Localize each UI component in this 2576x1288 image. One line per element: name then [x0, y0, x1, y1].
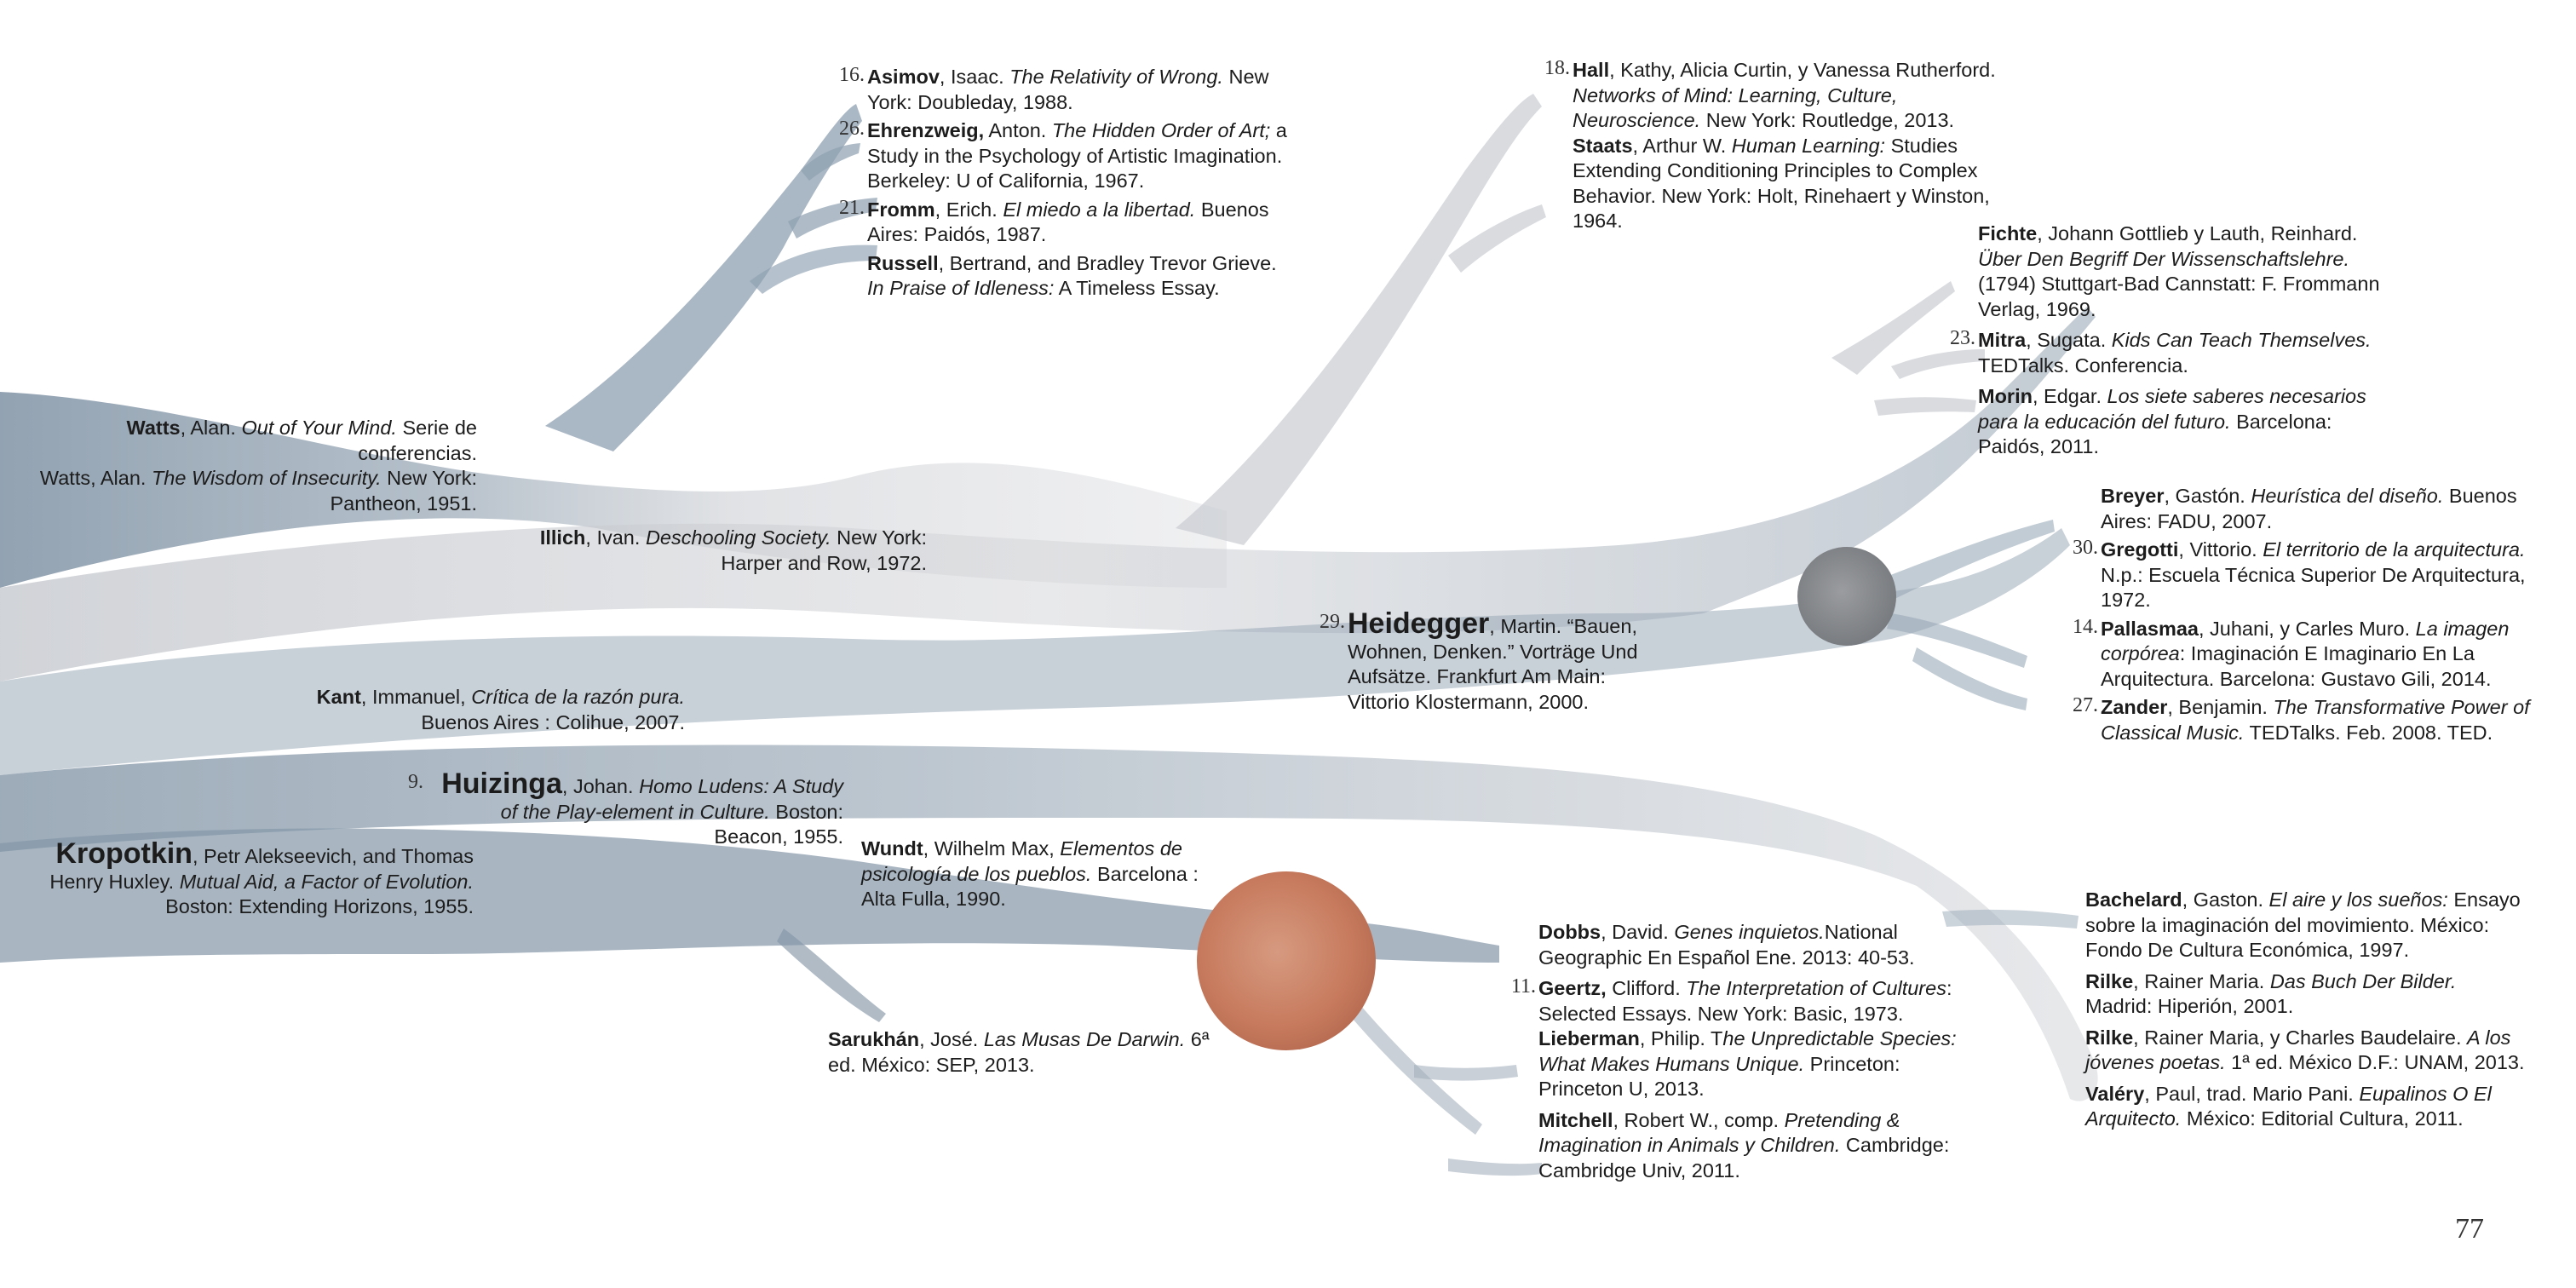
ref-group-hall: 18.Hall, Kathy, Alicia Curtin, y Vanessa… [1573, 58, 1998, 234]
ref-sarukhan: Sarukhán, José. Las Musas De Darwin. 6ª … [828, 1027, 1237, 1078]
branch-asimov [545, 104, 862, 451]
ref-group-asimov: 16.Asimov, Isaac. The Relativity of Wron… [867, 65, 1293, 302]
ref-group-fichte: Fichte, Johann Gottlieb y Lauth, Reinhar… [1978, 221, 2404, 460]
ref-wundt: Wundt, Wilhelm Max, Elementos de psicolo… [861, 837, 1219, 912]
ref-illich: Illich, Ivan. Deschooling Society. New Y… [494, 526, 927, 576]
ref-group-dobbs: Dobbs, David. Genes inquietos.National G… [1538, 920, 1964, 1183]
grey-node [1797, 547, 1896, 646]
ref-watts: Watts, Alan. Out of Your Mind. Serie de … [34, 416, 477, 516]
ref-huizinga: 9.Huizinga, Johan. Homo Ludens: A Study … [426, 772, 843, 850]
ref-heidegger: 29.Heidegger, Martin. “Bauen, Wohnen, De… [1348, 612, 1665, 715]
ref-kropotkin: Kropotkin, Petr Alekseevich, and Thomas … [34, 842, 474, 920]
ref-group-bachelard: Bachelard, Gaston. El aire y los sueños:… [2085, 888, 2528, 1132]
ref-group-breyer: Breyer, Gastón. Heurística del diseño. B… [2101, 484, 2535, 745]
terracotta-node [1197, 871, 1376, 1050]
page-number: 77 [2455, 1213, 2484, 1245]
ref-kant: Kant, Immanuel, Crítica de la razón pura… [290, 685, 685, 735]
